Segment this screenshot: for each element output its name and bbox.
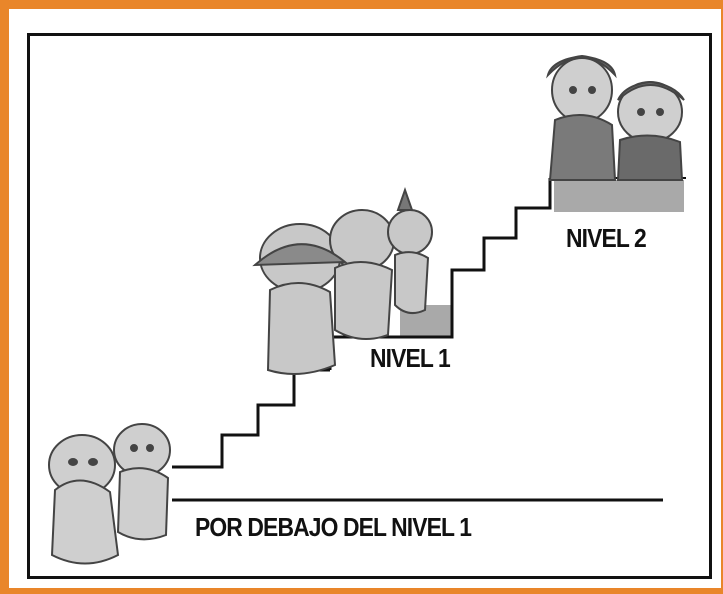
children-group-below-icon bbox=[48, 423, 171, 565]
children-group-level-2-icon bbox=[546, 54, 685, 181]
label-level-1: NIVEL 1 bbox=[370, 343, 451, 373]
diagram-box bbox=[27, 33, 712, 579]
label-level-2: NIVEL 2 bbox=[566, 223, 647, 253]
label-below-level-1: POR DEBAJO DEL NIVEL 1 bbox=[195, 512, 472, 542]
stairs-lower bbox=[172, 368, 330, 469]
landing-level-2 bbox=[554, 180, 684, 212]
stairs-upper bbox=[328, 178, 552, 370]
children-group-level-1-icon bbox=[252, 186, 433, 375]
